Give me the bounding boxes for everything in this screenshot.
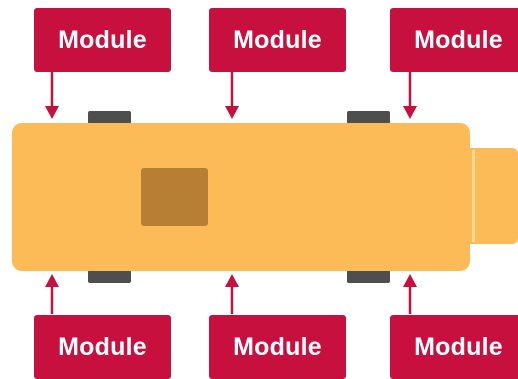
wheel-bottom-left bbox=[88, 270, 131, 283]
arrowhead-bottom-center bbox=[225, 274, 239, 287]
arrowhead-top-left bbox=[45, 106, 59, 119]
module-bottom-left: Module bbox=[34, 315, 171, 379]
vehicle-front bbox=[468, 148, 518, 244]
wheel-bottom-right bbox=[347, 270, 390, 283]
module-bottom-center: Module bbox=[209, 315, 346, 379]
vehicle-body bbox=[12, 123, 470, 271]
arrowhead-top-right bbox=[403, 106, 417, 119]
vehicle-front-divider bbox=[472, 150, 475, 242]
wheel-top-left bbox=[88, 111, 131, 124]
module-top-left: Module bbox=[34, 8, 171, 72]
arrowhead-top-center bbox=[225, 106, 239, 119]
module-top-center: Module bbox=[209, 8, 346, 72]
module-top-right: Module bbox=[390, 8, 518, 72]
center-block bbox=[141, 168, 208, 226]
arrowhead-bottom-left bbox=[45, 274, 59, 287]
module-bottom-right: Module bbox=[390, 315, 518, 379]
arrowhead-bottom-right bbox=[403, 274, 417, 287]
wheel-top-right bbox=[347, 111, 390, 124]
